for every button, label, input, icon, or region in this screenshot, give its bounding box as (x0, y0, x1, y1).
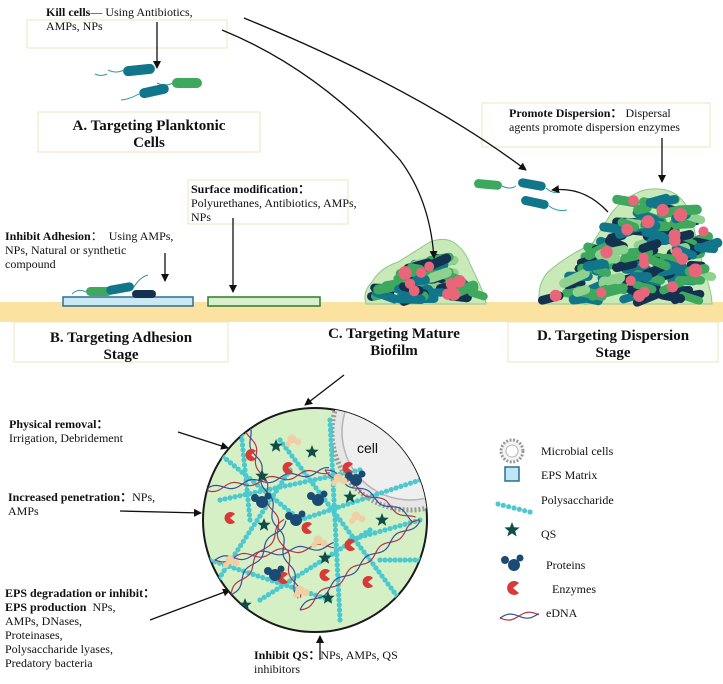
adhesion-plate (62, 296, 194, 307)
qs-molecule (238, 598, 252, 611)
legend-label-eps-matrix: EPS Matrix (541, 468, 598, 482)
enzyme-molecule (344, 538, 355, 551)
cleaved-protein-molecule (293, 585, 310, 598)
surface-modification-line2: NPs (191, 210, 212, 224)
enzyme-molecule (362, 576, 373, 588)
edna-icon (499, 611, 540, 621)
surface-modification-line1: Polyurethanes, Antibiotics, AMPs, (191, 196, 357, 210)
physical-removal-title: Physical removal： (9, 417, 109, 431)
enzyme-molecule (319, 569, 330, 581)
qs-molecule (343, 490, 357, 503)
eps-production-label: EPS production NPs, (5, 600, 116, 614)
protein-molecule (307, 490, 328, 506)
qs-molecule (318, 551, 332, 564)
substrate-surface (0, 302, 723, 322)
protein-molecule (264, 565, 285, 581)
inhibit-adhesion-label: Inhibit Adhesion： Using AMPs, (5, 229, 174, 243)
qs-molecule (255, 469, 269, 482)
legend-label-qs: QS (541, 527, 557, 541)
enzyme-molecule (245, 448, 256, 462)
protein-icon (501, 554, 524, 571)
enzyme-molecule (224, 511, 235, 524)
enzyme-icon (507, 581, 519, 595)
dispersion-biofilm (537, 188, 723, 307)
qs-molecule (305, 445, 319, 458)
eps-degradation-title: EPS degradation or inhibit： (5, 586, 156, 600)
eps-list-item: AMPs, DNases, (5, 614, 83, 628)
legend-label-microbial-cells: Microbial cells (541, 444, 614, 458)
enzyme-molecule (342, 462, 353, 474)
enzyme-molecule (301, 522, 312, 534)
modified-surface-plate (207, 296, 321, 307)
eps-list-item: Polysaccharide lyases, (5, 642, 113, 656)
magnified-biofilm-circle (202, 407, 428, 633)
increased-penetration-label: Increased penetration：NPs, (8, 490, 156, 504)
arrows (119, 17, 666, 660)
inhibit-adhesion-line3: compound (5, 257, 56, 271)
cleaved-protein-molecule (223, 555, 240, 568)
cleaved-protein-molecule (285, 434, 302, 447)
eps-matrix-icon (504, 466, 520, 482)
enzyme-molecule (282, 462, 293, 474)
eps-list-item: Proteinases, (5, 628, 63, 642)
cleaved-protein-molecule (349, 511, 366, 524)
physical-removal-line2: Irrigation, Debridement (9, 431, 123, 445)
cleaved-protein-molecule (331, 473, 348, 486)
dispersed-bacteria (473, 178, 568, 211)
kill-cells-label-line2: AMPs, NPs (46, 19, 103, 33)
legend-icons (495, 438, 540, 621)
qs-star-icon (504, 522, 520, 537)
inhibit-adhesion-line2: NPs, Natural or synthetic (5, 243, 127, 257)
legend-label-edna: eDNA (546, 606, 578, 620)
surface-modification-title: Surface modification： (191, 182, 310, 196)
qs-molecule (375, 513, 389, 526)
promote-dispersion-line2: agents promote dispersion enzymes (509, 120, 680, 134)
adhering-bacteria (71, 274, 156, 298)
eps-list-item: Predatory bacteria (5, 656, 93, 670)
promote-dispersion-label: Promote Dispersion： Dispersal (509, 106, 671, 120)
cleaved-protein-molecule (311, 535, 328, 548)
cell-label: cell (357, 440, 379, 456)
kill-cells-label: Kill cells— Using Antibiotics, (46, 5, 193, 19)
increased-penetration-line2: AMPs (8, 504, 39, 518)
protein-molecule (345, 470, 366, 486)
legend-label-proteins: Proteins (546, 558, 586, 572)
polysaccharide-icon (495, 501, 533, 515)
protein-molecule (251, 492, 272, 508)
qs-molecule (257, 518, 271, 531)
qs-molecule (321, 591, 335, 604)
inhibit-qs-line2: inhibitors (254, 662, 301, 676)
mature-biofilm (364, 238, 488, 306)
qs-molecule (269, 439, 283, 452)
legend-label-polysaccharide: Polysaccharide (541, 493, 614, 507)
inhibit-qs-label: Inhibit QS：NPs, AMPs, QS (254, 648, 398, 662)
legend-label-enzymes: Enzymes (552, 582, 596, 596)
protein-molecule (285, 510, 306, 526)
planktonic-bacteria (94, 63, 202, 101)
